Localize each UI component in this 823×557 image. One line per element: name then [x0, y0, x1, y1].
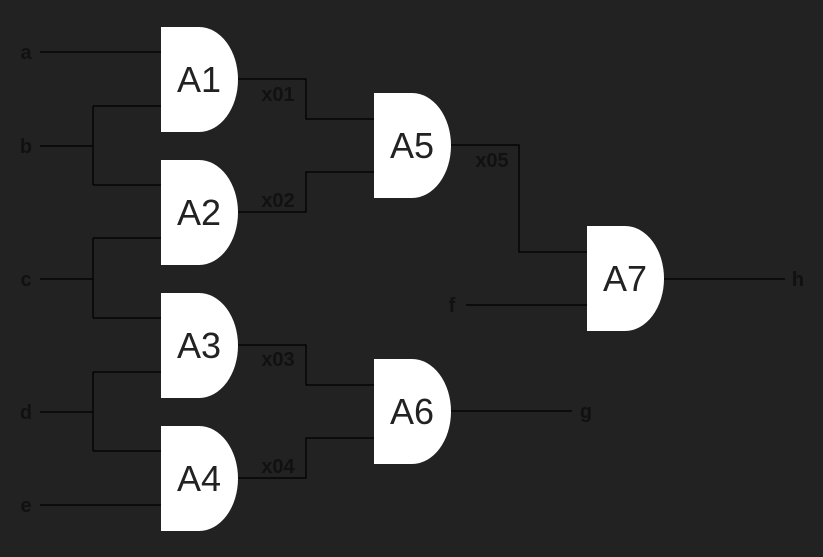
input-label-b: b — [20, 136, 32, 158]
wire-x01 — [238, 78, 374, 120]
gate-a1: A1 — [161, 27, 239, 132]
output-label-h: h — [792, 269, 804, 291]
gate-a4: A4 — [161, 426, 239, 531]
wire-x03 — [238, 344, 374, 386]
gate-label: A2 — [177, 192, 221, 233]
gate-a7: A7 — [587, 226, 664, 331]
input-label-e: e — [20, 495, 31, 517]
gate-a2: A2 — [161, 160, 239, 265]
net-label-x01: x01 — [261, 84, 294, 106]
wire-b-to-a1-a2 — [40, 105, 161, 186]
net-label-x04: x04 — [261, 456, 295, 478]
gate-a6: A6 — [374, 359, 452, 465]
and-gate-shape — [161, 293, 239, 398]
gate-label: A5 — [390, 125, 434, 166]
input-label-d: d — [20, 402, 32, 424]
net-label-x03: x03 — [261, 349, 294, 371]
and-gate-shape — [374, 359, 452, 465]
gate-label: A4 — [177, 458, 221, 499]
wire-d-to-a3-a4 — [40, 371, 161, 452]
input-label-c: c — [20, 269, 31, 291]
wire-c-to-a2-a3 — [40, 237, 161, 319]
gate-label: A7 — [603, 258, 647, 299]
wire-x05 — [451, 144, 587, 253]
and-gate-shape — [161, 426, 239, 531]
gate-label: A3 — [177, 325, 221, 366]
gate-a3: A3 — [161, 293, 239, 398]
and-gate-shape — [587, 226, 664, 331]
gate-a5: A5 — [374, 93, 452, 198]
and-gate-shape — [374, 93, 452, 198]
and-gate-shape — [161, 160, 239, 265]
wires — [40, 51, 785, 506]
net-label-x05: x05 — [475, 150, 508, 172]
net-label-x02: x02 — [261, 190, 294, 212]
and-gate-shape — [161, 27, 239, 132]
wire-x02 — [238, 171, 374, 213]
output-label-g: g — [580, 401, 592, 423]
input-label-a: a — [20, 42, 32, 64]
wire-x04 — [238, 437, 374, 479]
input-label-f: f — [449, 295, 456, 317]
gate-label: A6 — [390, 391, 434, 432]
gate-label: A1 — [177, 59, 221, 100]
